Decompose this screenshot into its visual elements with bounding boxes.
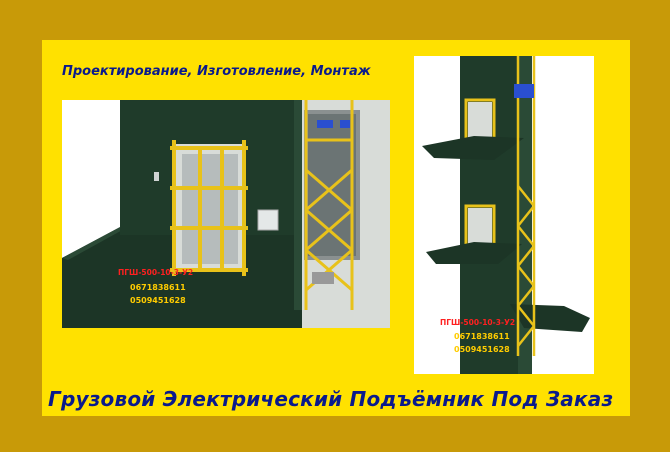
- right-phone-1: 0671838611: [454, 332, 510, 341]
- left-lift-illustration: [62, 100, 390, 328]
- right-lift-render: ПГШ-500-10-3-У2 0671838611 0509451628: [414, 56, 594, 374]
- tagline: Проектирование, Изготовление, Монтаж: [62, 64, 371, 79]
- right-phone-2: 0509451628: [454, 345, 510, 354]
- left-lift-render: ПГШ-500-10-3-У2 0671838611 0509451628: [62, 100, 390, 328]
- banner-title: Грузовой Электрический Подъёмник Под Зак…: [48, 387, 614, 411]
- left-phone-1: 0671838611: [130, 283, 186, 292]
- right-lift-illustration: [422, 56, 590, 374]
- left-phone-2: 0509451628: [130, 296, 186, 305]
- left-model-code: ПГШ-500-10-3-У2: [118, 268, 194, 277]
- right-model-code: ПГШ-500-10-3-У2: [440, 318, 516, 327]
